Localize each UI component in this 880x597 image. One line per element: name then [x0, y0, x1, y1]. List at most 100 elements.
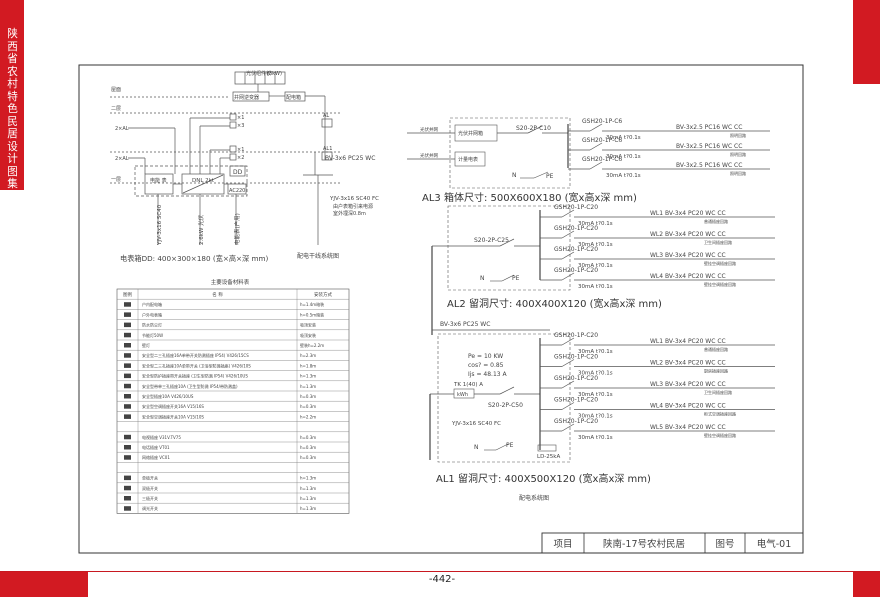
al2-main-breaker: S20-2P-C25 [474, 237, 509, 244]
al1-kwh-label: kWh [457, 392, 468, 398]
al3-pe: PE [546, 173, 554, 180]
legend-symbol-icon [124, 312, 131, 317]
circuit-rcd-label: 30mA t?0.1s [578, 242, 613, 248]
side-tab: 陕西省农村特色民居设计图集 [0, 0, 24, 190]
legend-header: 名 称 [212, 291, 223, 298]
al1-spd [537, 444, 557, 452]
legend-mount: h=1.3m [300, 496, 316, 501]
legend-mount: h=0.5m暗装 [300, 311, 324, 317]
al1-title: AL1 留洞尺寸: 400X500X120 (宽x高x深 mm) [436, 472, 651, 485]
meter-box-label: 配电箱 [286, 94, 301, 101]
legend-symbol-icon [124, 322, 131, 328]
al1-ijs: Ijs = 48.13 A [468, 371, 507, 378]
circuit-breaker-label: GSH20-1P-C20 [554, 354, 598, 361]
circuit-use-label: 壁挂空调插座回路 [704, 281, 736, 287]
al3-title: AL3 箱体尺寸: 500X600X180 (宽x高x深 mm) [422, 191, 637, 204]
floor1-label: 一层 [111, 177, 121, 183]
legend-mount: 吸顶安装 [300, 322, 316, 328]
legend-mount: h=0.3m [300, 445, 316, 450]
corner-block-top-right [853, 0, 880, 84]
circuit-use-label: 普通插座回路 [704, 346, 728, 352]
legend-name: 单极开关 [142, 475, 158, 481]
roof-label: 屋面 [111, 87, 121, 93]
circuit-use-label: 照明回路 [730, 132, 746, 138]
dd-label: DD [233, 169, 243, 176]
circuit-breaker-label: GSH20-1P-C20 [554, 204, 598, 211]
riser-service-cable: YJV-3x16 SC40 FC [329, 196, 379, 202]
al2-title: AL2 留洞尺寸: 400X400X120 (宽x高x深 mm) [447, 297, 662, 310]
footer-rule [0, 571, 880, 572]
legend-name: 节能灯50W [142, 332, 163, 338]
legend-symbol-icon [124, 496, 131, 501]
switch-box-4: ×2 [237, 155, 244, 161]
circuit-breaker-label: GSH20-1P-C20 [554, 332, 598, 339]
al1-feeder-top: BV-3x6 PC25 WC [440, 321, 490, 328]
circuit-cable-label: WL4 BV-3x4 PC20 WC CC [650, 403, 726, 410]
pv-panel-icon [234, 71, 286, 85]
page-number: -442- [428, 574, 456, 585]
legend-name: 电话插座 VT01 [142, 444, 170, 450]
circuit-rcd-label: 30mA t?0.1s [606, 154, 641, 160]
dd-ac-label: AC220 [229, 188, 245, 194]
legend-name: 安全型插座10A V426/10US [142, 393, 194, 399]
riser-feeder: BV-3x6 PC25 WC [325, 155, 375, 162]
legend-name: 户外电表箱 [142, 311, 162, 317]
legend-mount: h=2.2m [300, 414, 316, 419]
legend-symbol-icon [124, 485, 131, 491]
al1-circuit-2: GSH20-1P-C20 30mA t?0.1s WL2 BV-3x4 PC20 W… [540, 354, 775, 377]
circuit-use-label: 柜式空调插座回路 [704, 411, 736, 417]
switch-box-2: ×3 [237, 123, 244, 129]
al1-kwh-meter [453, 388, 475, 399]
dd-vert-3: 电能表(户用) [233, 213, 241, 245]
legend-row: 防水防尘灯吸顶安装 [124, 322, 316, 328]
legend-mount: h=1.3m [300, 384, 316, 389]
riser-service-note1: 由户表箱引来电源 [333, 203, 373, 210]
circuit-rcd-label: 30mA t?0.1s [578, 284, 613, 290]
legend-symbol-icon [124, 414, 131, 419]
circuit-breaker-label: GSH20-1P-C20 [554, 267, 598, 274]
circuit-use-label: 普通插座回路 [704, 218, 728, 224]
legend-symbol-icon [124, 373, 131, 379]
dd-vert-1: YJV-3x16 SC40 [157, 204, 163, 246]
al3-meter-label: 计量电表 [458, 156, 478, 163]
al1-pe: PE [506, 442, 514, 449]
legend-symbol-icon [124, 434, 131, 440]
circuit-rcd-label: 30mA t?0.1s [578, 371, 613, 377]
legend-symbol-icon [124, 302, 131, 307]
legend-header: 图例 [123, 291, 132, 298]
legend-mount: h=1.3m [300, 374, 316, 379]
legend-row: 双极开关 h=1.3m [124, 485, 316, 491]
legend-name: 双极开关 [142, 485, 158, 491]
legend-mount: h=0.3m [300, 455, 316, 460]
circuit-cable-label: WL2 BV-3x4 PC20 WC CC [650, 360, 726, 367]
legend-symbol-icon [124, 506, 131, 511]
pv-capacity-label: (3kW) [267, 71, 282, 77]
al1-service-cable: YJV-3x16 SC40 FC [451, 421, 501, 427]
circuit-breaker-label: GSH20-1P-C6 [582, 118, 622, 125]
legend-mount: h=0.3m [300, 404, 316, 409]
legend-name: 户内配电箱 [142, 301, 162, 307]
legend-symbol-icon [124, 455, 131, 460]
al1-enclosure [437, 333, 571, 463]
legend-mount: h=1.4m暗装 [300, 301, 324, 307]
circuit-use-label: 壁挂空调插座回路 [704, 260, 736, 266]
legend-name: 壁灯 [142, 342, 150, 348]
legend-symbol-icon [124, 353, 131, 358]
circuit-cable-label: WL3 BV-3x4 PC20 WC CC [650, 381, 726, 388]
system-caption: 配电系统图 [519, 494, 549, 502]
legend-mount: h=1.3m [300, 486, 316, 491]
circuit-use-label: 卫生间插座回路 [704, 239, 732, 245]
legend-name: 网络插座 VC01 [142, 454, 170, 460]
